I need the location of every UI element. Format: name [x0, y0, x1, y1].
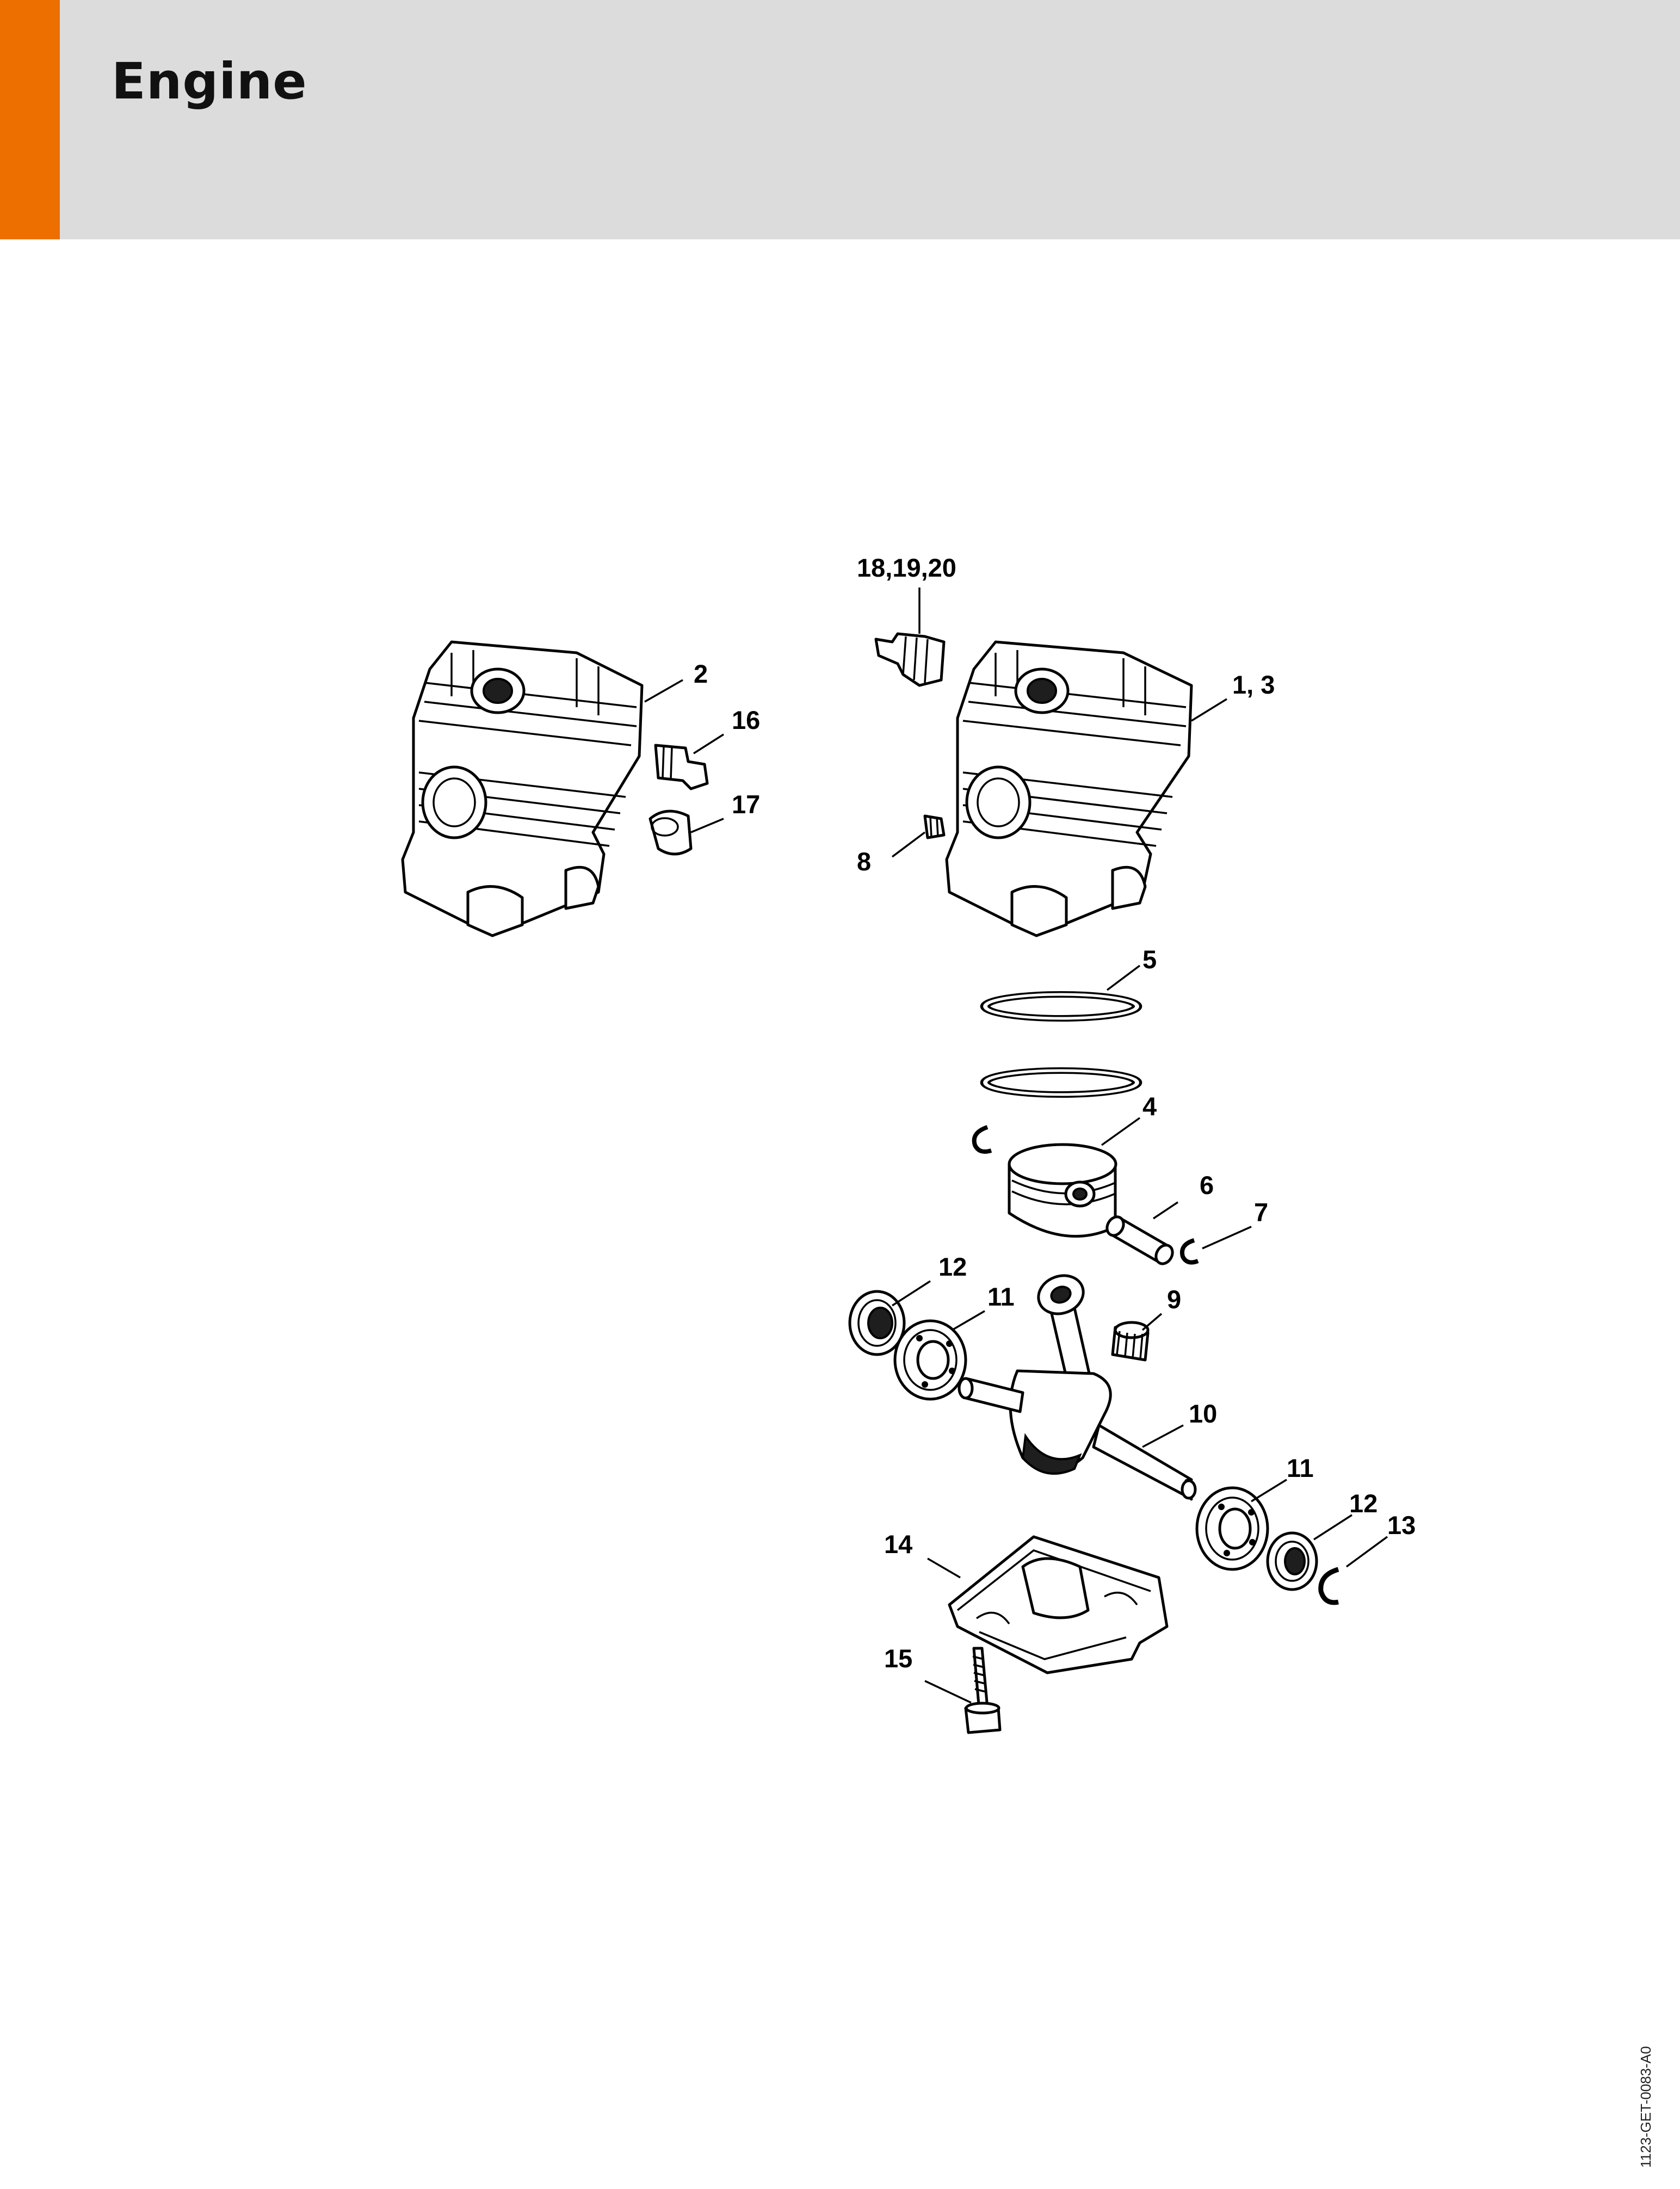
header-accent-bar — [0, 0, 60, 239]
callout-10: 10 — [1189, 1399, 1217, 1428]
callout-14: 14 — [884, 1530, 912, 1559]
callout-2: 2 — [694, 659, 708, 688]
callout-6: 6 — [1200, 1171, 1214, 1199]
page-title: Engine — [112, 52, 307, 110]
circlip-13-drawing — [1318, 1567, 1339, 1605]
crankcase-14-drawing — [948, 1535, 1169, 1674]
callout-13: 13 — [1387, 1511, 1416, 1539]
circlip-7-drawing — [1180, 1238, 1199, 1265]
spark-plug-18-drawing — [874, 632, 946, 687]
callout-5: 5 — [1142, 945, 1157, 974]
callout-15: 15 — [884, 1644, 912, 1673]
callout-12-top: 12 — [938, 1252, 967, 1281]
screw-16-drawing — [654, 744, 709, 790]
circlip-left-drawing — [972, 1125, 992, 1154]
valve-8-drawing — [923, 814, 946, 839]
callout-1-3: 1, 3 — [1232, 670, 1275, 699]
callout-11-bottom: 11 — [1287, 1454, 1314, 1482]
callout-7: 7 — [1254, 1198, 1268, 1227]
document-code: 1123-GET-0083-A0 — [1638, 2046, 1654, 2168]
callout-9: 9 — [1167, 1285, 1181, 1314]
oil-seal-12-bottom-drawing — [1266, 1531, 1318, 1591]
needle-cage-9-drawing — [1111, 1321, 1150, 1362]
piston-4-drawing — [1008, 1143, 1117, 1238]
callout-4: 4 — [1142, 1092, 1157, 1121]
ball-bearing-11-top-drawing — [893, 1319, 967, 1401]
page-header — [0, 0, 1680, 239]
oil-seal-12-top-drawing — [848, 1290, 906, 1356]
callout-17: 17 — [732, 790, 760, 819]
callout-11-top: 11 — [987, 1282, 1015, 1311]
leader-lines — [644, 588, 1388, 1704]
callout-18-19-20: 18,19,20 — [857, 553, 956, 582]
piston-rings-5-drawing — [980, 991, 1142, 1098]
cylinder-1-3-drawing — [945, 640, 1193, 937]
piston-pin-6-drawing — [1105, 1215, 1174, 1265]
callout-12-bottom: 12 — [1349, 1489, 1378, 1518]
plug-17-drawing — [648, 809, 693, 856]
callout-16: 16 — [732, 706, 760, 734]
screw-15-drawing — [964, 1647, 1002, 1734]
callout-8: 8 — [857, 847, 871, 876]
callout-labels: 1, 3 2 4 5 6 7 8 9 10 11 11 12 12 13 14 … — [694, 553, 1416, 1673]
crankshaft-10-drawing — [958, 1274, 1197, 1501]
cylinder-2-drawing — [401, 640, 644, 937]
ball-bearing-11-bottom-drawing — [1195, 1486, 1269, 1571]
